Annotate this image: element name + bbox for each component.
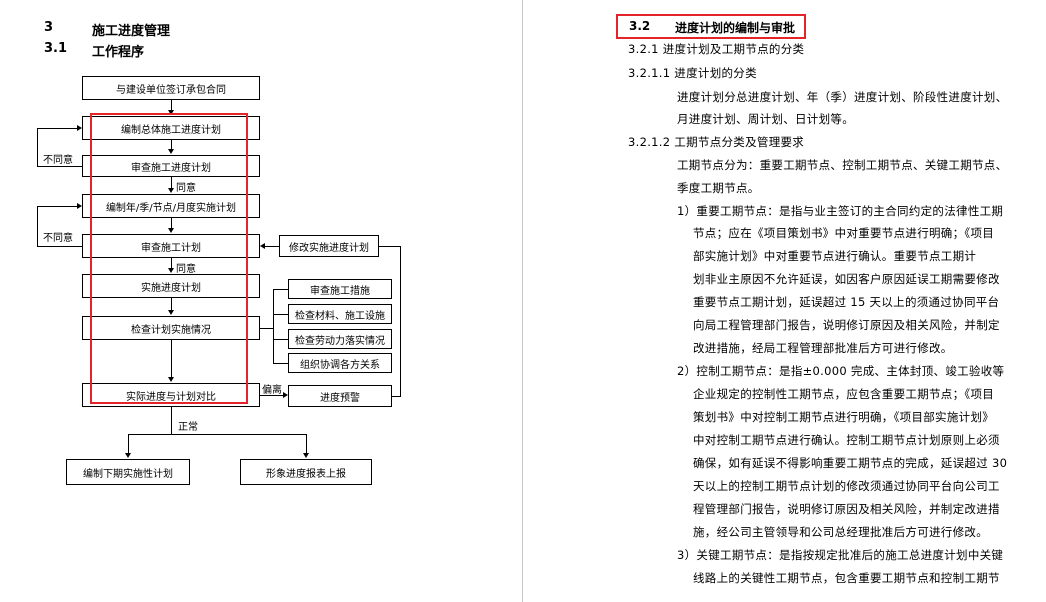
connector [128, 434, 307, 435]
arrow-right-icon [77, 203, 82, 209]
connector [171, 258, 172, 269]
box-check-labor: 检查劳动力落实情况 [288, 329, 392, 349]
connector [128, 434, 129, 454]
connector [273, 289, 288, 290]
box-coordinate: 组织协调各方关系 [288, 353, 392, 373]
connector [37, 128, 77, 129]
highlight-box-flow [90, 113, 248, 404]
text-line: 进度计划分总进度计划、年（季）进度计划、阶段性进度计划、 [677, 90, 1008, 104]
connector [37, 206, 38, 247]
text-line: 节点；应在《项目策划书》中对重要节点进行明确；《项目 [693, 226, 995, 240]
connector [171, 407, 172, 434]
text-line: 月进度计划、周计划、日计划等。 [677, 112, 854, 126]
text-line: 施，经公司主管领导和公司总经理批准后方可进行修改。 [693, 525, 988, 539]
arrow-right-icon [283, 392, 288, 398]
text-line: 工期节点分为：重要工期节点、控制工期节点、关键工期节点、 [677, 158, 1008, 172]
text-line: 3.2.1.1 进度计划的分类 [628, 66, 757, 80]
text-line: 部实施计划》中对重要节点进行确认。重要节点工期计 [693, 249, 977, 263]
text-line: 程管理部门报告，说明修订原因及相关风险，并制定改进措 [693, 502, 1000, 516]
arrow-down-icon [168, 268, 174, 273]
subsection-number: 3.1 [44, 41, 68, 56]
text-line: 改进措施，经局工程管理部批准后方可进行修改。 [693, 341, 953, 355]
heading-title: 进度计划的编制与审批 [675, 21, 796, 35]
box-sign-contract: 与建设单位签订承包合同 [82, 76, 260, 100]
text-line: 3）关键工期节点：是指按规定批准后的施工总进度计划中关键 [677, 548, 1004, 562]
connector [260, 328, 274, 329]
connector [260, 395, 283, 396]
arrow-left-icon [260, 243, 265, 249]
connector [171, 100, 172, 111]
box-review-plan: 审查施工进度计划 [82, 155, 260, 177]
page-divider [522, 0, 523, 602]
connector [392, 396, 401, 397]
arrow-down-icon [168, 110, 174, 115]
arrow-right-icon [77, 125, 82, 131]
text-line: 季度工期节点。 [677, 181, 760, 195]
label-disagree: 不同意 [43, 233, 73, 244]
text-line: 3.2.1 进度计划及工期节点的分类 [628, 42, 805, 56]
connector [171, 218, 172, 229]
text-line: 向局工程管理部门报告，说明修订原因及相关风险，并制定 [693, 318, 1000, 332]
connector [273, 314, 288, 315]
text-line: 中对控制工期节点进行确认。控制工期节点计划原则上必须 [693, 433, 1000, 447]
arrow-down-icon [168, 149, 174, 154]
text-line: 企业规定的控制性工期节点，应包含重要工期节点；《项目 [693, 387, 995, 401]
connector [273, 363, 288, 364]
text-line: 划非业主原因不允许延误，如因客户原因延误工期需要修改 [693, 272, 1000, 286]
connector [265, 246, 279, 247]
box-progress-warning: 进度预警 [288, 385, 392, 407]
box-report-image: 形象进度报表上报 [240, 459, 372, 485]
label-agree: 同意 [176, 264, 196, 275]
connector [37, 128, 38, 167]
connector [171, 298, 172, 311]
box-modify-plan: 修改实施进度计划 [279, 235, 379, 257]
text-line: 线路上的关键性工期节点，包含重要工期节点和控制工期节 [693, 571, 1000, 585]
section-number: 3 [44, 20, 54, 35]
box-check-materials: 检查材料、施工设施 [288, 304, 392, 324]
arrow-down-icon [168, 188, 174, 193]
box-execute-plan: 实施进度计划 [82, 274, 260, 298]
label-deviation: 偏离 [262, 385, 282, 396]
label-disagree: 不同意 [43, 155, 73, 166]
arrow-down-icon [303, 453, 309, 458]
text-line: 策划书》中对控制工期节点进行明确，《项目部实施计划》 [693, 410, 995, 424]
connector [37, 246, 82, 247]
box-review-construction: 审查施工计划 [82, 234, 260, 258]
label-normal: 正常 [178, 422, 198, 433]
text-line: 天以上的控制工期节点计划的修改须通过协同平台向公司工 [693, 479, 1000, 493]
arrow-down-icon [168, 310, 174, 315]
arrow-down-icon [168, 228, 174, 233]
connector [400, 246, 401, 397]
connector [379, 246, 401, 247]
text-line: 2）控制工期节点：是指±0.000 完成、主体封顶、竣工验收等 [677, 364, 1005, 378]
connector [171, 340, 172, 378]
highlight-box-heading [616, 14, 806, 39]
text-line: 1）重要工期节点：是指与业主签订的主合同约定的法律性工期 [677, 204, 1004, 218]
arrow-down-icon [168, 377, 174, 382]
heading-number: 3.2 [629, 19, 651, 33]
connector [37, 166, 82, 167]
box-compile-periodic: 编制年/季/节点/月度实施计划 [82, 194, 260, 218]
section-title: 施工进度管理 [92, 24, 171, 39]
box-inspect-execution: 检查计划实施情况 [82, 316, 260, 340]
connector [171, 140, 172, 150]
text-line: 3.2.1.2 工期节点分类及管理要求 [628, 135, 805, 149]
text-line: 确保，如有延误不得影响重要工期节点的完成，延误超过 30 [693, 456, 1008, 470]
connector [306, 434, 307, 454]
arrow-down-icon [125, 453, 131, 458]
connector [171, 177, 172, 189]
connector [273, 289, 274, 363]
text-line: 重要节点工期计划，延误超过 15 天以上的须通过协同平台 [693, 295, 1000, 309]
connector [37, 206, 77, 207]
subsection-title: 工作程序 [92, 45, 145, 60]
box-review-measures: 审查施工措施 [288, 279, 392, 299]
label-agree: 同意 [176, 183, 196, 194]
box-compile-next: 编制下期实施性计划 [66, 459, 190, 485]
connector [273, 339, 288, 340]
box-compile-overall: 编制总体施工进度计划 [82, 116, 260, 140]
